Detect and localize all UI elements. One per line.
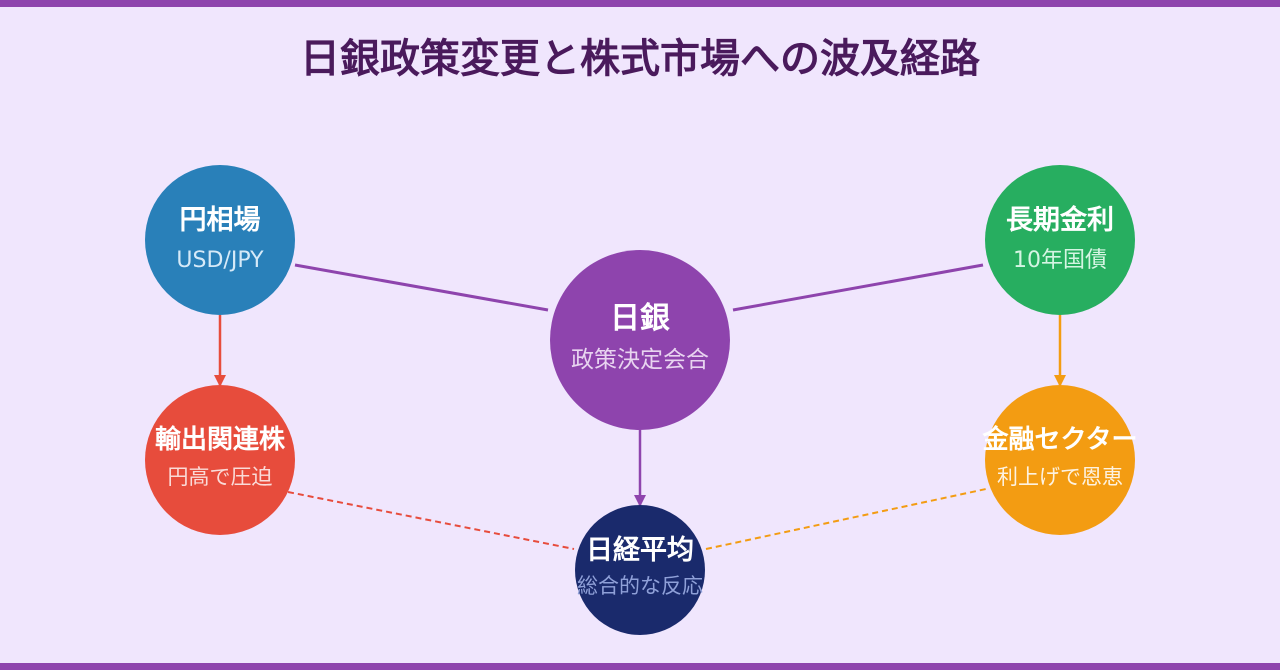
dashed-financials-nikkei [705, 488, 987, 550]
node-boj-subtitle: 政策決定会合 [571, 347, 709, 373]
top-accent-bar [0, 0, 1280, 7]
node-fx: 円相場 USD/JPY [145, 165, 295, 315]
bottom-accent-bar [0, 663, 1280, 670]
node-boj: 日銀 政策決定会合 [550, 250, 730, 430]
node-exporters: 輸出関連株 円高で圧迫 [145, 385, 295, 535]
node-exporters-subtitle: 円高で圧迫 [168, 465, 273, 489]
node-financials-subtitle: 利上げで恩恵 [997, 465, 1123, 489]
diagram-title: 日銀政策変更と株式市場への波及経路 [300, 36, 980, 82]
node-fx-title: 円相場 [180, 205, 261, 236]
node-nikkei-subtitle: 総合的な反応 [577, 574, 703, 598]
node-rates-subtitle: 10年国債 [1013, 248, 1107, 273]
node-financials-title: 金融セクター [982, 424, 1138, 455]
node-nikkei-title: 日経平均 [586, 534, 694, 566]
node-nikkei: 日経平均 総合的な反応 [575, 505, 705, 635]
edge-boj-rates [732, 263, 984, 312]
node-rates-title: 長期金利 [1006, 204, 1114, 236]
node-exporters-title: 輸出関連株 [155, 424, 286, 455]
node-rates: 長期金利 10年国債 [985, 165, 1135, 315]
edge-fx-boj [294, 263, 549, 312]
node-financials: 金融セクター 利上げで恩恵 [982, 385, 1138, 535]
node-fx-subtitle: USD/JPY [176, 248, 264, 273]
dashed-exporters-nikkei [287, 491, 575, 550]
node-boj-title: 日銀 [610, 301, 670, 336]
